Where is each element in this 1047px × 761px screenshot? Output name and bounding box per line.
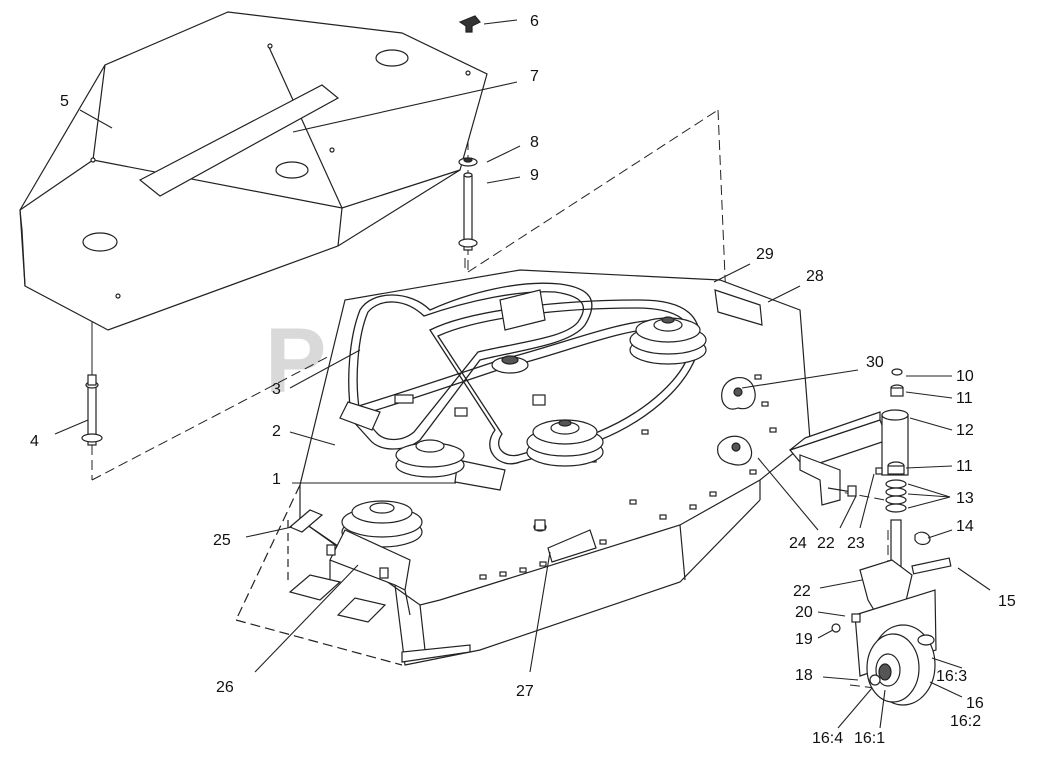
debris-shields [717,376,756,466]
callout-16: 16 [966,695,984,712]
callout-16-1: 16:1 [854,730,885,747]
knob-washer-stud [458,15,481,251]
callout-16-4: 16:4 [812,730,843,747]
callout-26: 26 [216,679,234,696]
callout-11-upper: 11 [956,390,973,407]
callout-20: 22 [793,583,811,600]
callout-19: 20 [795,604,813,621]
callout-25: 25 [213,532,231,549]
belt-cover [19,11,488,331]
callout-28: 28 [806,268,824,285]
pulley-right [629,316,707,365]
callout-23: 23 [847,535,865,552]
callout-5: 5 [60,93,69,110]
callout-16-2: 16:2 [950,713,981,730]
pulley-idler [491,355,529,374]
pulley-front [341,500,423,548]
callout-27: 27 [516,683,534,700]
callout-12: 12 [956,422,974,439]
callout-labels: 5 6 7 8 9 4 3 2 1 29 28 30 10 11 12 11 1… [30,13,1016,747]
callout-30: 30 [866,354,884,371]
pulley-center [526,419,604,467]
callout-13: 13 [956,490,974,507]
deck-brackets [288,289,763,623]
callout-7: 7 [530,68,539,85]
pulley-left [395,439,465,478]
callout-18: 19 [795,631,813,648]
callout-2: 2 [272,423,281,440]
callout-15: 15 [998,593,1016,610]
callout-4: 4 [30,433,39,450]
callout-17: 18 [795,667,813,684]
callout-29: 29 [756,246,774,263]
callout-10: 10 [956,368,974,385]
pulleys [341,316,707,548]
callout-1: 1 [272,471,281,488]
leader-lines [54,19,991,729]
callout-11-lower: 11 [956,458,973,475]
callout-6: 6 [530,13,539,30]
callout-22: 22 [817,535,835,552]
callout-3: 3 [272,381,281,398]
callout-8: 8 [530,134,539,151]
callout-9: 9 [530,167,539,184]
callout-14: 14 [956,518,974,535]
caster-assembly [788,368,952,706]
stud-part-4 [81,374,103,446]
callout-24: 24 [789,535,807,552]
callout-16-3: 16:3 [936,668,967,685]
